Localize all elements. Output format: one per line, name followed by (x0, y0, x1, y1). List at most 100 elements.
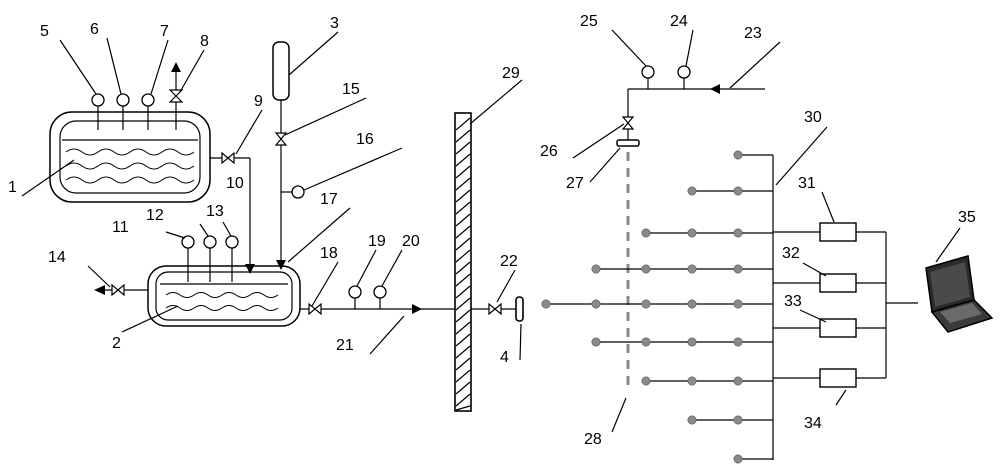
label-30: 30 (804, 109, 822, 126)
sensor-probe (733, 228, 743, 238)
hatch-line (455, 321, 471, 335)
sensor-probe (641, 299, 651, 309)
nozzle-27 (616, 139, 640, 147)
label-9: 9 (254, 93, 263, 110)
label-31: 31 (798, 175, 816, 192)
hatch-line (455, 345, 471, 359)
label-24: 24 (670, 13, 688, 30)
wall-29 (454, 112, 472, 412)
gauge-12 (203, 235, 217, 282)
sensor-probe (687, 376, 697, 386)
device-32 (819, 273, 857, 293)
hatch-line (455, 129, 471, 143)
label-16: 16 (356, 131, 374, 148)
drain-valve-14 (94, 283, 148, 297)
label-33: 33 (784, 293, 802, 310)
hatch-line (455, 333, 471, 347)
outlet-pipe-21 (300, 302, 516, 316)
sensor-probe (641, 376, 651, 386)
sensor-probe (733, 299, 743, 309)
label-20: 20 (402, 233, 420, 250)
hatch-line (455, 381, 471, 395)
label-8: 8 (200, 33, 209, 50)
gauge-16 (281, 185, 305, 199)
sensor-probe (591, 337, 601, 347)
hatch-line (455, 405, 471, 411)
label-6: 6 (90, 21, 99, 38)
label-26: 26 (540, 143, 558, 160)
label-29: 29 (502, 65, 520, 82)
sensor-probe (687, 299, 697, 309)
sensor-probe (733, 454, 743, 464)
hatch-line (455, 297, 471, 311)
label-4: 4 (500, 349, 509, 366)
gauge-19 (348, 285, 362, 309)
hatch-line (455, 369, 471, 383)
hatch-line (455, 165, 471, 179)
hatch-line (455, 201, 471, 215)
sensor-probe (641, 337, 651, 347)
label-17: 17 (320, 191, 338, 208)
sensor-array-30 (541, 150, 774, 464)
sensor-probe (687, 228, 697, 238)
device-34 (819, 368, 857, 388)
hatch-line (455, 261, 471, 275)
sensor-probe (733, 337, 743, 347)
label-15: 15 (342, 81, 360, 98)
gauge-20 (373, 285, 387, 309)
label-7: 7 (160, 23, 169, 40)
labels: 5 6 7 8 9 10 1 3 15 16 17 11 12 13 14 18… (8, 13, 976, 448)
label-13: 13 (206, 203, 224, 220)
sensor-probe (733, 150, 743, 160)
sensor-probe (733, 264, 743, 274)
sensor-probe (541, 299, 551, 309)
label-1: 1 (8, 179, 17, 196)
label-5: 5 (40, 23, 49, 40)
sensor-probe (733, 376, 743, 386)
gauge-13 (225, 235, 239, 282)
hatch-line (455, 249, 471, 263)
device-33 (819, 318, 857, 338)
sensor-probe (591, 299, 601, 309)
hatch-line (455, 141, 471, 155)
sensor-probe (687, 337, 697, 347)
label-10: 10 (226, 175, 244, 192)
nozzle-4 (515, 296, 524, 322)
label-11: 11 (112, 219, 129, 236)
hatch-line (455, 309, 471, 323)
sensor-probe (591, 264, 601, 274)
label-19: 19 (368, 233, 386, 250)
hatch-line (455, 177, 471, 191)
hatch-line (455, 273, 471, 287)
pipe-10-valve-9 (210, 151, 255, 274)
gas-cylinder-3 (272, 41, 290, 270)
device-31 (819, 222, 857, 242)
leader-lines (21, 29, 961, 433)
hatch-line (455, 237, 471, 251)
label-18: 18 (320, 245, 338, 262)
gauge-25 (641, 65, 655, 89)
sensor-probe (733, 415, 743, 425)
label-25: 25 (580, 13, 598, 30)
vent-valve-8 (168, 62, 184, 130)
hatch-line (455, 393, 471, 407)
hatch-line (455, 357, 471, 371)
label-14: 14 (48, 249, 66, 266)
wiring (773, 231, 918, 379)
label-34: 34 (804, 415, 822, 432)
hatch-line (455, 225, 471, 239)
gauge-5 (91, 93, 105, 130)
label-28: 28 (584, 431, 602, 448)
hatch-line (455, 285, 471, 299)
gauge-6 (116, 93, 130, 130)
label-21: 21 (336, 337, 354, 354)
label-27: 27 (566, 175, 584, 192)
label-3: 3 (330, 15, 339, 32)
label-35: 35 (958, 209, 976, 226)
label-12: 12 (146, 207, 164, 224)
label-2: 2 (112, 335, 121, 352)
hatch-line (455, 189, 471, 203)
gas-line-23 (621, 84, 765, 140)
tank-2 (147, 265, 301, 327)
